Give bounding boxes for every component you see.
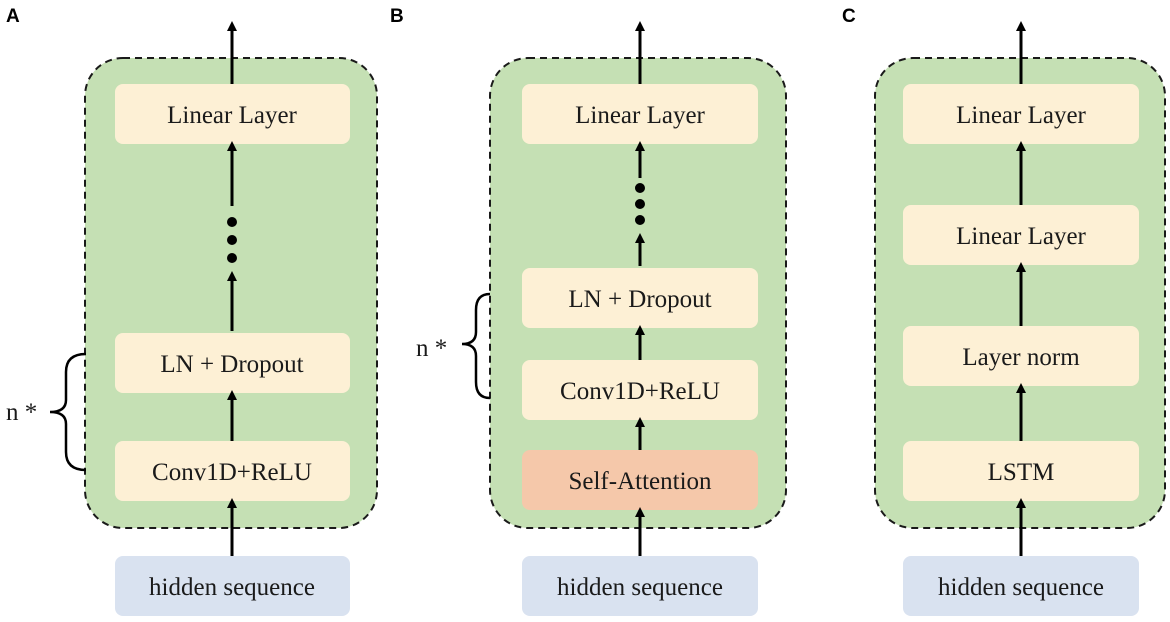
panel-c: C Linear Layer Linear Layer Layer norm L… (842, 6, 1166, 616)
self-attention-label: Self-Attention (568, 468, 712, 495)
layer-norm-label: Layer norm (962, 344, 1080, 371)
input-block: hidden sequence (522, 556, 758, 616)
repeat-bracket (49, 352, 87, 472)
panel-label-a: A (6, 6, 20, 27)
linear-layer-label: Linear Layer (575, 102, 705, 129)
conv1d-relu-label: Conv1D+ReLU (560, 378, 720, 405)
conv1d-relu-block: Conv1D+ReLU (115, 441, 350, 501)
ln-dropout-block: LN + Dropout (522, 268, 758, 328)
repeat-label: n * (416, 335, 447, 362)
lstm-block: LSTM (903, 441, 1139, 501)
input-block: hidden sequence (903, 556, 1139, 616)
panel-b: B Linear Layer LN + Dropout Conv1D+ReLU … (390, 6, 787, 616)
panel-label-c: C (842, 6, 856, 27)
ln-dropout-label: LN + Dropout (160, 351, 303, 378)
ln-dropout-block: LN + Dropout (115, 333, 350, 393)
dots-icon (635, 183, 645, 225)
conv1d-relu-label: Conv1D+ReLU (152, 459, 312, 486)
linear-layer-label: Linear Layer (167, 102, 297, 129)
linear-layer-label: Linear Layer (956, 223, 1086, 250)
repeat-bracket (461, 292, 491, 400)
layer-norm-block: Layer norm (903, 326, 1139, 386)
lstm-label: LSTM (988, 459, 1055, 486)
panel-a: A Linear Layer LN + Dropout Conv1D+ReLU … (6, 6, 378, 616)
input-label: hidden sequence (557, 574, 723, 601)
dots-icon (227, 217, 237, 263)
input-label: hidden sequence (938, 574, 1104, 601)
input-label: hidden sequence (149, 574, 315, 601)
conv1d-relu-block: Conv1D+ReLU (522, 360, 758, 420)
linear-layer-block: Linear Layer (115, 84, 350, 144)
linear-layer-block: Linear Layer (903, 84, 1139, 144)
self-attention-block: Self-Attention (522, 450, 758, 510)
linear-layer-block: Linear Layer (903, 205, 1139, 265)
repeat-label: n * (6, 399, 37, 426)
input-block: hidden sequence (115, 556, 350, 616)
linear-layer-block: Linear Layer (522, 84, 758, 144)
linear-layer-label: Linear Layer (956, 102, 1086, 129)
panel-label-b: B (390, 6, 404, 27)
ln-dropout-label: LN + Dropout (568, 286, 711, 313)
